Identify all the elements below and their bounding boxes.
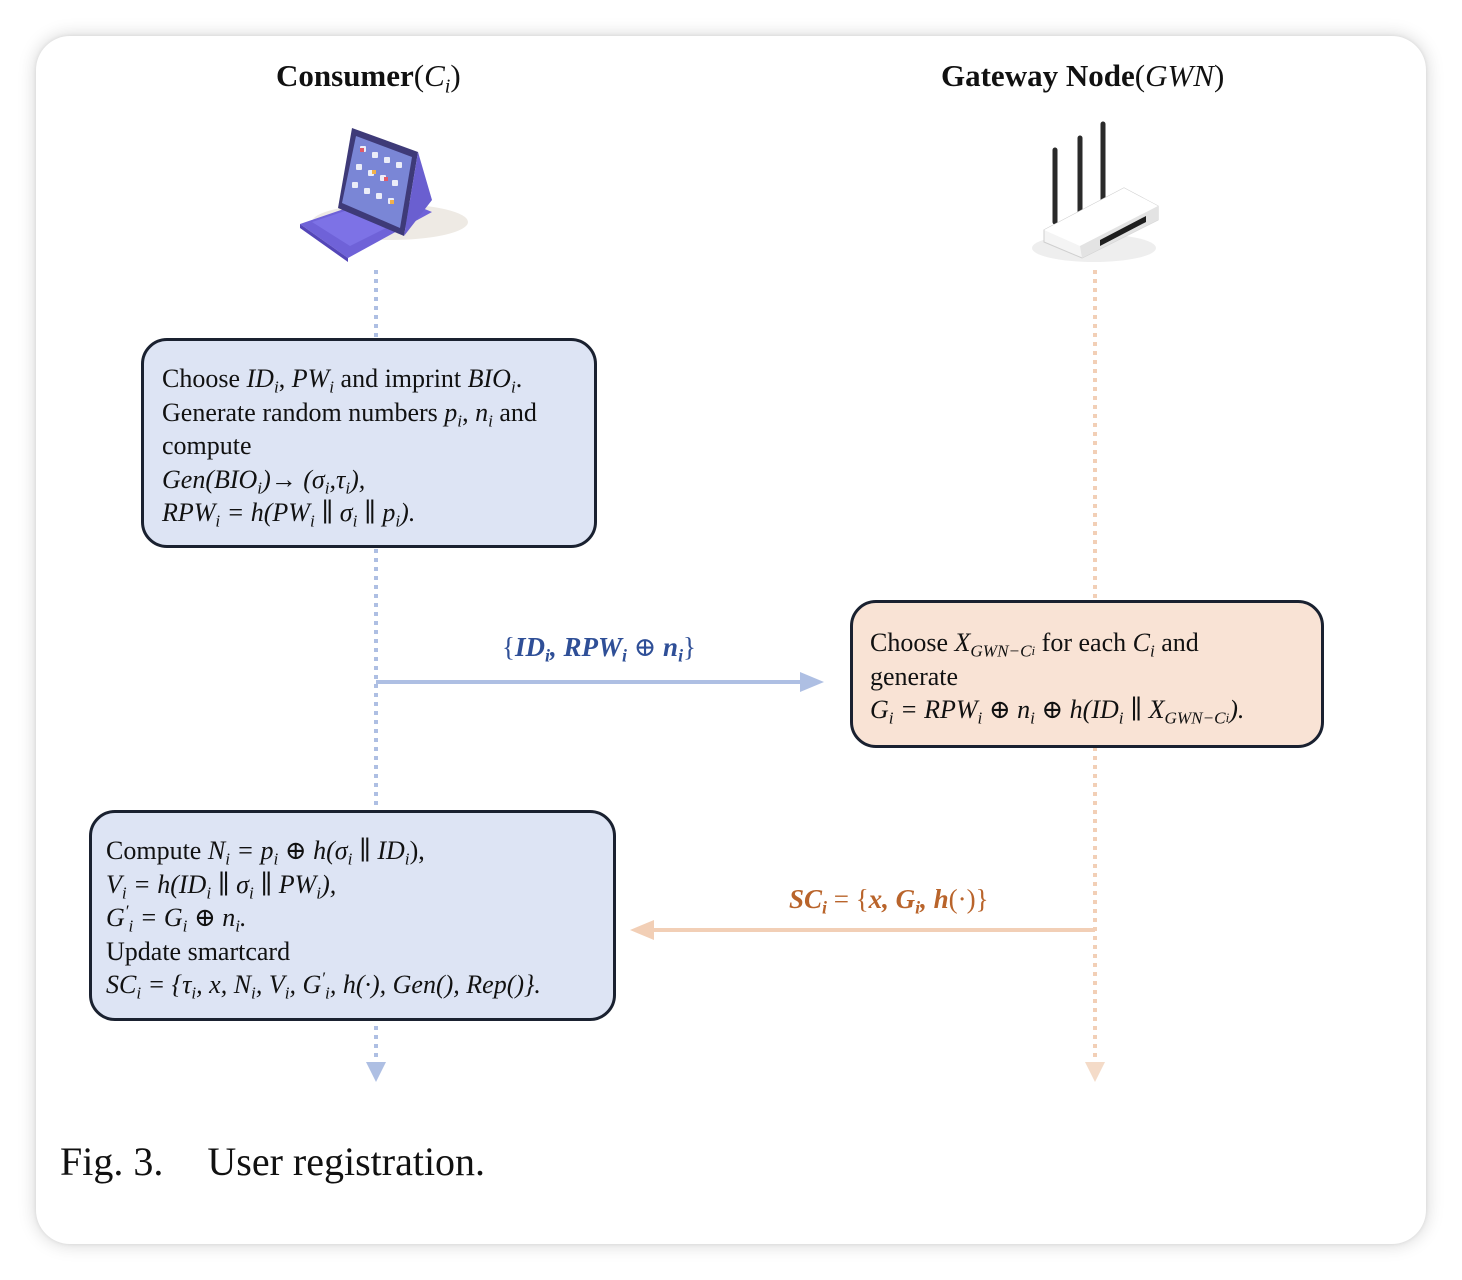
msg2-arrowhead	[630, 920, 654, 940]
consumer-lifeline-arrowhead	[366, 1062, 386, 1082]
router-icon	[1032, 121, 1159, 262]
msg1-label: {IDi, RPWi ⊕ ni}	[502, 632, 696, 666]
box3-line1: Compute Ni = pi ⊕ h(σi ∥ IDi),	[106, 836, 425, 869]
msg2-label: SCi = {x, Gi, h(·)}	[789, 884, 989, 918]
msg1-arrowhead	[800, 672, 824, 692]
gateway-lifeline-arrowhead	[1085, 1062, 1105, 1082]
box1-line5: RPWi = h(PWi ∥ σi ∥ pi).	[162, 498, 416, 531]
box2-line2: generate	[870, 661, 959, 691]
box3-line4: Update smartcard	[106, 936, 291, 966]
gateway-title: Gateway Node(GWN)	[941, 58, 1225, 93]
consumer-step2-box: Compute Ni = pi ⊕ h(σi ∥ IDi), Vi = h(ID…	[89, 810, 616, 1021]
figure-caption: Fig. 3. User registration.	[60, 1138, 485, 1185]
box2-line1: Choose XGWN−Ci for each Ci and	[870, 628, 1199, 661]
box1-line3: compute	[162, 431, 252, 460]
box3-line3: G′i = Gi ⊕ ni.	[106, 901, 247, 936]
box1-line2: Generate random numbers pi, ni and	[162, 397, 537, 430]
gateway-step-box: Choose XGWN−Ci for each Ci and generate …	[850, 600, 1324, 748]
figure-number: Fig. 3.	[60, 1139, 164, 1184]
box2-line3: Gi = RPWi ⊕ ni ⊕ h(IDi ∥ XGWN−Ci).	[870, 695, 1245, 728]
box3-line5: SCi = {τi, x, Ni, Vi, G′i, h(·), Gen(), …	[106, 968, 541, 1003]
caption-text: User registration.	[207, 1139, 486, 1184]
tablet-icon	[300, 128, 468, 262]
box1-line4: Gen(BIOi)→ (σi,τi),	[162, 464, 366, 497]
box1-line1: Choose IDi, PWi and imprint BIOi.	[162, 364, 523, 397]
box3-line2: Vi = h(IDi ∥ σi ∥ PWi),	[106, 869, 337, 902]
consumer-step1-box: Choose IDi, PWi and imprint BIOi. Genera…	[141, 338, 597, 548]
consumer-title: Consumer(Ci)	[276, 58, 461, 98]
